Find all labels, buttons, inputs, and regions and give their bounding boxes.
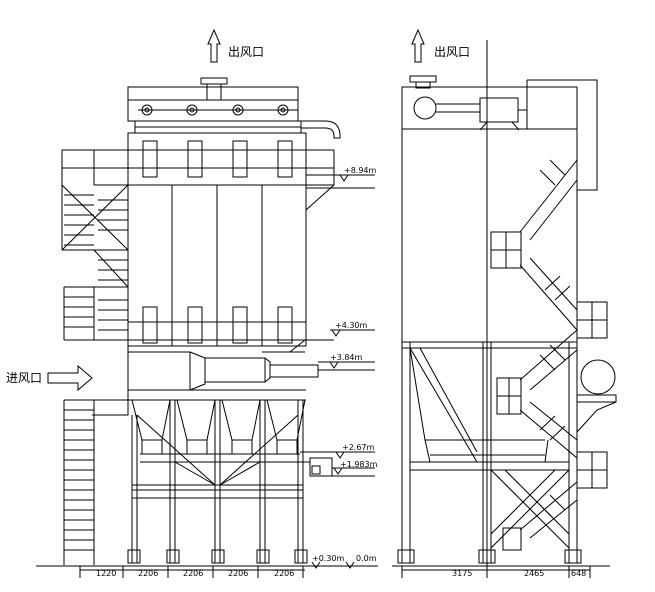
dim-front-1: 1220 [96,569,116,578]
front-view [36,28,378,578]
elevation-3-84: +3.84m [330,353,363,362]
dim-side-2: 2465 [524,569,544,578]
inlet-label: 进风口 [6,371,42,385]
elevation-2-67: +2.67m [342,443,375,452]
outlet-label-left: 出风口 [228,45,264,59]
elevation-leaders [300,174,375,569]
elevation-4-30: +4.30m [335,321,368,330]
dim-front-3: 2206 [183,569,203,578]
dim-side-3: 648 [571,569,586,578]
inlet-arrow [47,364,93,392]
outlet-arrow-left [207,28,221,63]
inlet-duct [92,339,319,416]
elevation-0-0: 0.0m [356,554,377,563]
side-view [392,28,617,578]
elevation-1-983: +1.983m [340,460,378,469]
side-stair [490,159,608,551]
outlet-label-right: 出风口 [434,45,470,59]
front-supports [127,400,333,564]
dim-front-4: 2206 [228,569,248,578]
elevation-0-30: +0.30m [312,554,345,563]
outlet-arrow-right [411,28,425,63]
hoppers [128,389,310,463]
elevation-8-94: +8.94m [344,166,377,175]
dim-side-1: 3175 [452,569,472,578]
stair-tower [61,168,129,565]
pulse-header-box [127,86,299,122]
dim-front-5: 2206 [274,569,294,578]
dim-front-2: 2206 [138,569,158,578]
